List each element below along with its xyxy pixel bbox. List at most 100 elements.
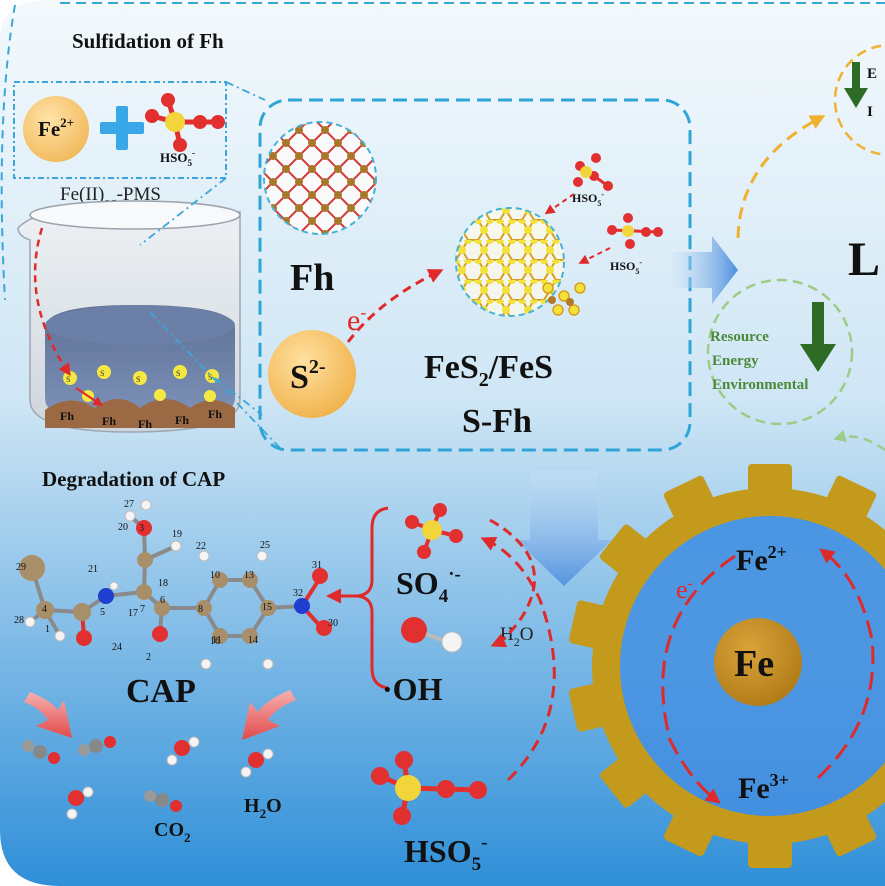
- fh-crystal-icon: [263, 121, 377, 235]
- benefit-green-arrow: [833, 429, 885, 452]
- product-line1-label: FeS2/FeS: [424, 349, 553, 391]
- cap-left-arrow: [24, 692, 72, 738]
- hso5-small-label: HSO5-: [160, 148, 195, 168]
- beaker: Fh Fh Fh Fh Fh S S S S S: [17, 200, 241, 433]
- cap-atom-number: 20: [118, 522, 128, 533]
- sulfidation-title: Sulfidation of Fh: [72, 29, 224, 53]
- resource-label: Resource: [710, 329, 769, 345]
- cap-atom-number: 11: [212, 635, 222, 646]
- svg-text:Fh: Fh: [102, 414, 116, 428]
- cap-atom-number: 15: [262, 602, 272, 613]
- oh-molecule-icon: [401, 617, 463, 653]
- zoom-line-1: [225, 81, 266, 101]
- cap-atom-number: 1: [45, 624, 50, 635]
- hso5-top-molecule-icon: [573, 153, 613, 191]
- hso5-top-label: HSO5-: [572, 190, 604, 208]
- cap-right-arrow: [242, 690, 296, 740]
- cap-atom-number: 14: [248, 635, 258, 646]
- so4-to-oh-arrow: [489, 518, 536, 648]
- cap-atom-number: 10: [210, 570, 220, 581]
- hso5-mid-molecule-icon: [607, 213, 663, 249]
- svg-text:S: S: [100, 369, 104, 378]
- h2o-molecule-icon-2: [240, 748, 274, 778]
- hso5-bottom-label: HSO5-: [404, 832, 487, 875]
- cap-atom-number: 8: [198, 604, 203, 615]
- hso5-to-radical-arrow: [480, 537, 556, 782]
- gear-fe2-label: Fe2+: [736, 542, 787, 577]
- cap-atom-number: 29: [16, 562, 26, 573]
- so4-molecule-icon: [405, 503, 463, 559]
- svg-text:S: S: [66, 375, 70, 384]
- cap-atom-number: 21: [88, 564, 98, 575]
- outer-dashed-border: [0, 4, 16, 301]
- svg-text:S: S: [208, 373, 212, 382]
- so4-radical-label: SO4·-: [396, 564, 461, 607]
- fe-center-circle: [714, 618, 802, 706]
- gear-fe-label: Fe: [734, 643, 774, 685]
- s2-label: S2-: [290, 356, 326, 396]
- cap-atom-number: 19: [172, 529, 182, 540]
- cap-molecule-icon: [19, 499, 332, 670]
- cap-atom-number: 31: [312, 560, 322, 571]
- product-line2-label: S-Fh: [462, 403, 532, 440]
- zoom-line-4: [214, 377, 263, 416]
- gear-electron-label: e-: [676, 575, 693, 604]
- svg-text:Fh: Fh: [208, 407, 222, 421]
- cap-atom-number: 4: [42, 604, 47, 615]
- cap-atom-number: 13: [244, 570, 254, 581]
- cap-atom-number: 16: [210, 636, 220, 647]
- svg-text:Fh: Fh: [60, 409, 74, 423]
- box-exit-arrow: [672, 236, 738, 304]
- environmental-label: Environmental: [712, 377, 808, 393]
- partial-e-label: E: [867, 66, 877, 82]
- electron-label: e-: [347, 302, 366, 337]
- cap-atom-number: 3: [139, 523, 144, 534]
- cap-atom-number: 25: [260, 540, 270, 551]
- partial-i-label: I: [867, 104, 873, 120]
- cap-atom-number: 6: [160, 595, 165, 606]
- down-flow-arrow: [516, 470, 612, 586]
- h2o-product-label: H2O: [244, 795, 282, 821]
- hso5-bottom-molecule-icon: [371, 751, 487, 825]
- fh-label: Fh: [290, 257, 334, 299]
- cap-atom-number: 7: [140, 604, 145, 615]
- benefits-down-arrow-icon: [800, 302, 836, 372]
- fh-sediment: Fh Fh Fh Fh Fh: [45, 399, 235, 431]
- co2-molecule-icon-2: [78, 736, 116, 756]
- hso5-mid-label: HSO5-: [610, 258, 642, 276]
- co2-molecule-icon-1: [22, 740, 60, 764]
- cap-label: CAP: [126, 673, 196, 710]
- partial-l-label: L: [848, 233, 880, 286]
- benefit-yellow-arrow: [736, 115, 826, 239]
- svg-text:Fh: Fh: [175, 413, 189, 427]
- cap-atom-number: 5: [100, 607, 105, 618]
- oh-radical-label: ·OH: [382, 671, 443, 707]
- co2-label: CO2: [154, 819, 191, 845]
- h2o-molecule-icon-1: [166, 736, 200, 766]
- svg-text:S: S: [136, 375, 140, 384]
- cap-atom-number: 30: [328, 618, 338, 629]
- fe2-ion-circle: [23, 96, 89, 162]
- plus-icon: [100, 106, 144, 150]
- efficiency-down-arrow-icon: [844, 62, 868, 108]
- zoom-line-2: [139, 177, 227, 246]
- gear-fe3-label: Fe3+: [738, 770, 789, 805]
- degradation-title: Degradation of CAP: [42, 467, 225, 491]
- zoom-line-3: [149, 311, 281, 449]
- cap-atom-number: 27: [124, 499, 134, 510]
- cap-atom-number: 17: [128, 608, 138, 619]
- s-fh-crystal-icon: [455, 207, 586, 317]
- cap-atom-number: 18: [158, 578, 168, 589]
- cap-atom-number: 22: [196, 541, 206, 552]
- cap-atom-number: 32: [293, 588, 303, 599]
- hso5-molecule-icon: [145, 93, 225, 152]
- fe2-label: Fe2+: [38, 115, 74, 141]
- gear-right-arrow: [816, 548, 875, 780]
- gear-left-arrow: [661, 554, 736, 804]
- h2o-molecule-icon-3: [66, 786, 94, 820]
- beaker-red-arrow: [33, 227, 71, 377]
- svg-text:S: S: [176, 369, 180, 378]
- cap-atom-number: 2: [146, 652, 151, 663]
